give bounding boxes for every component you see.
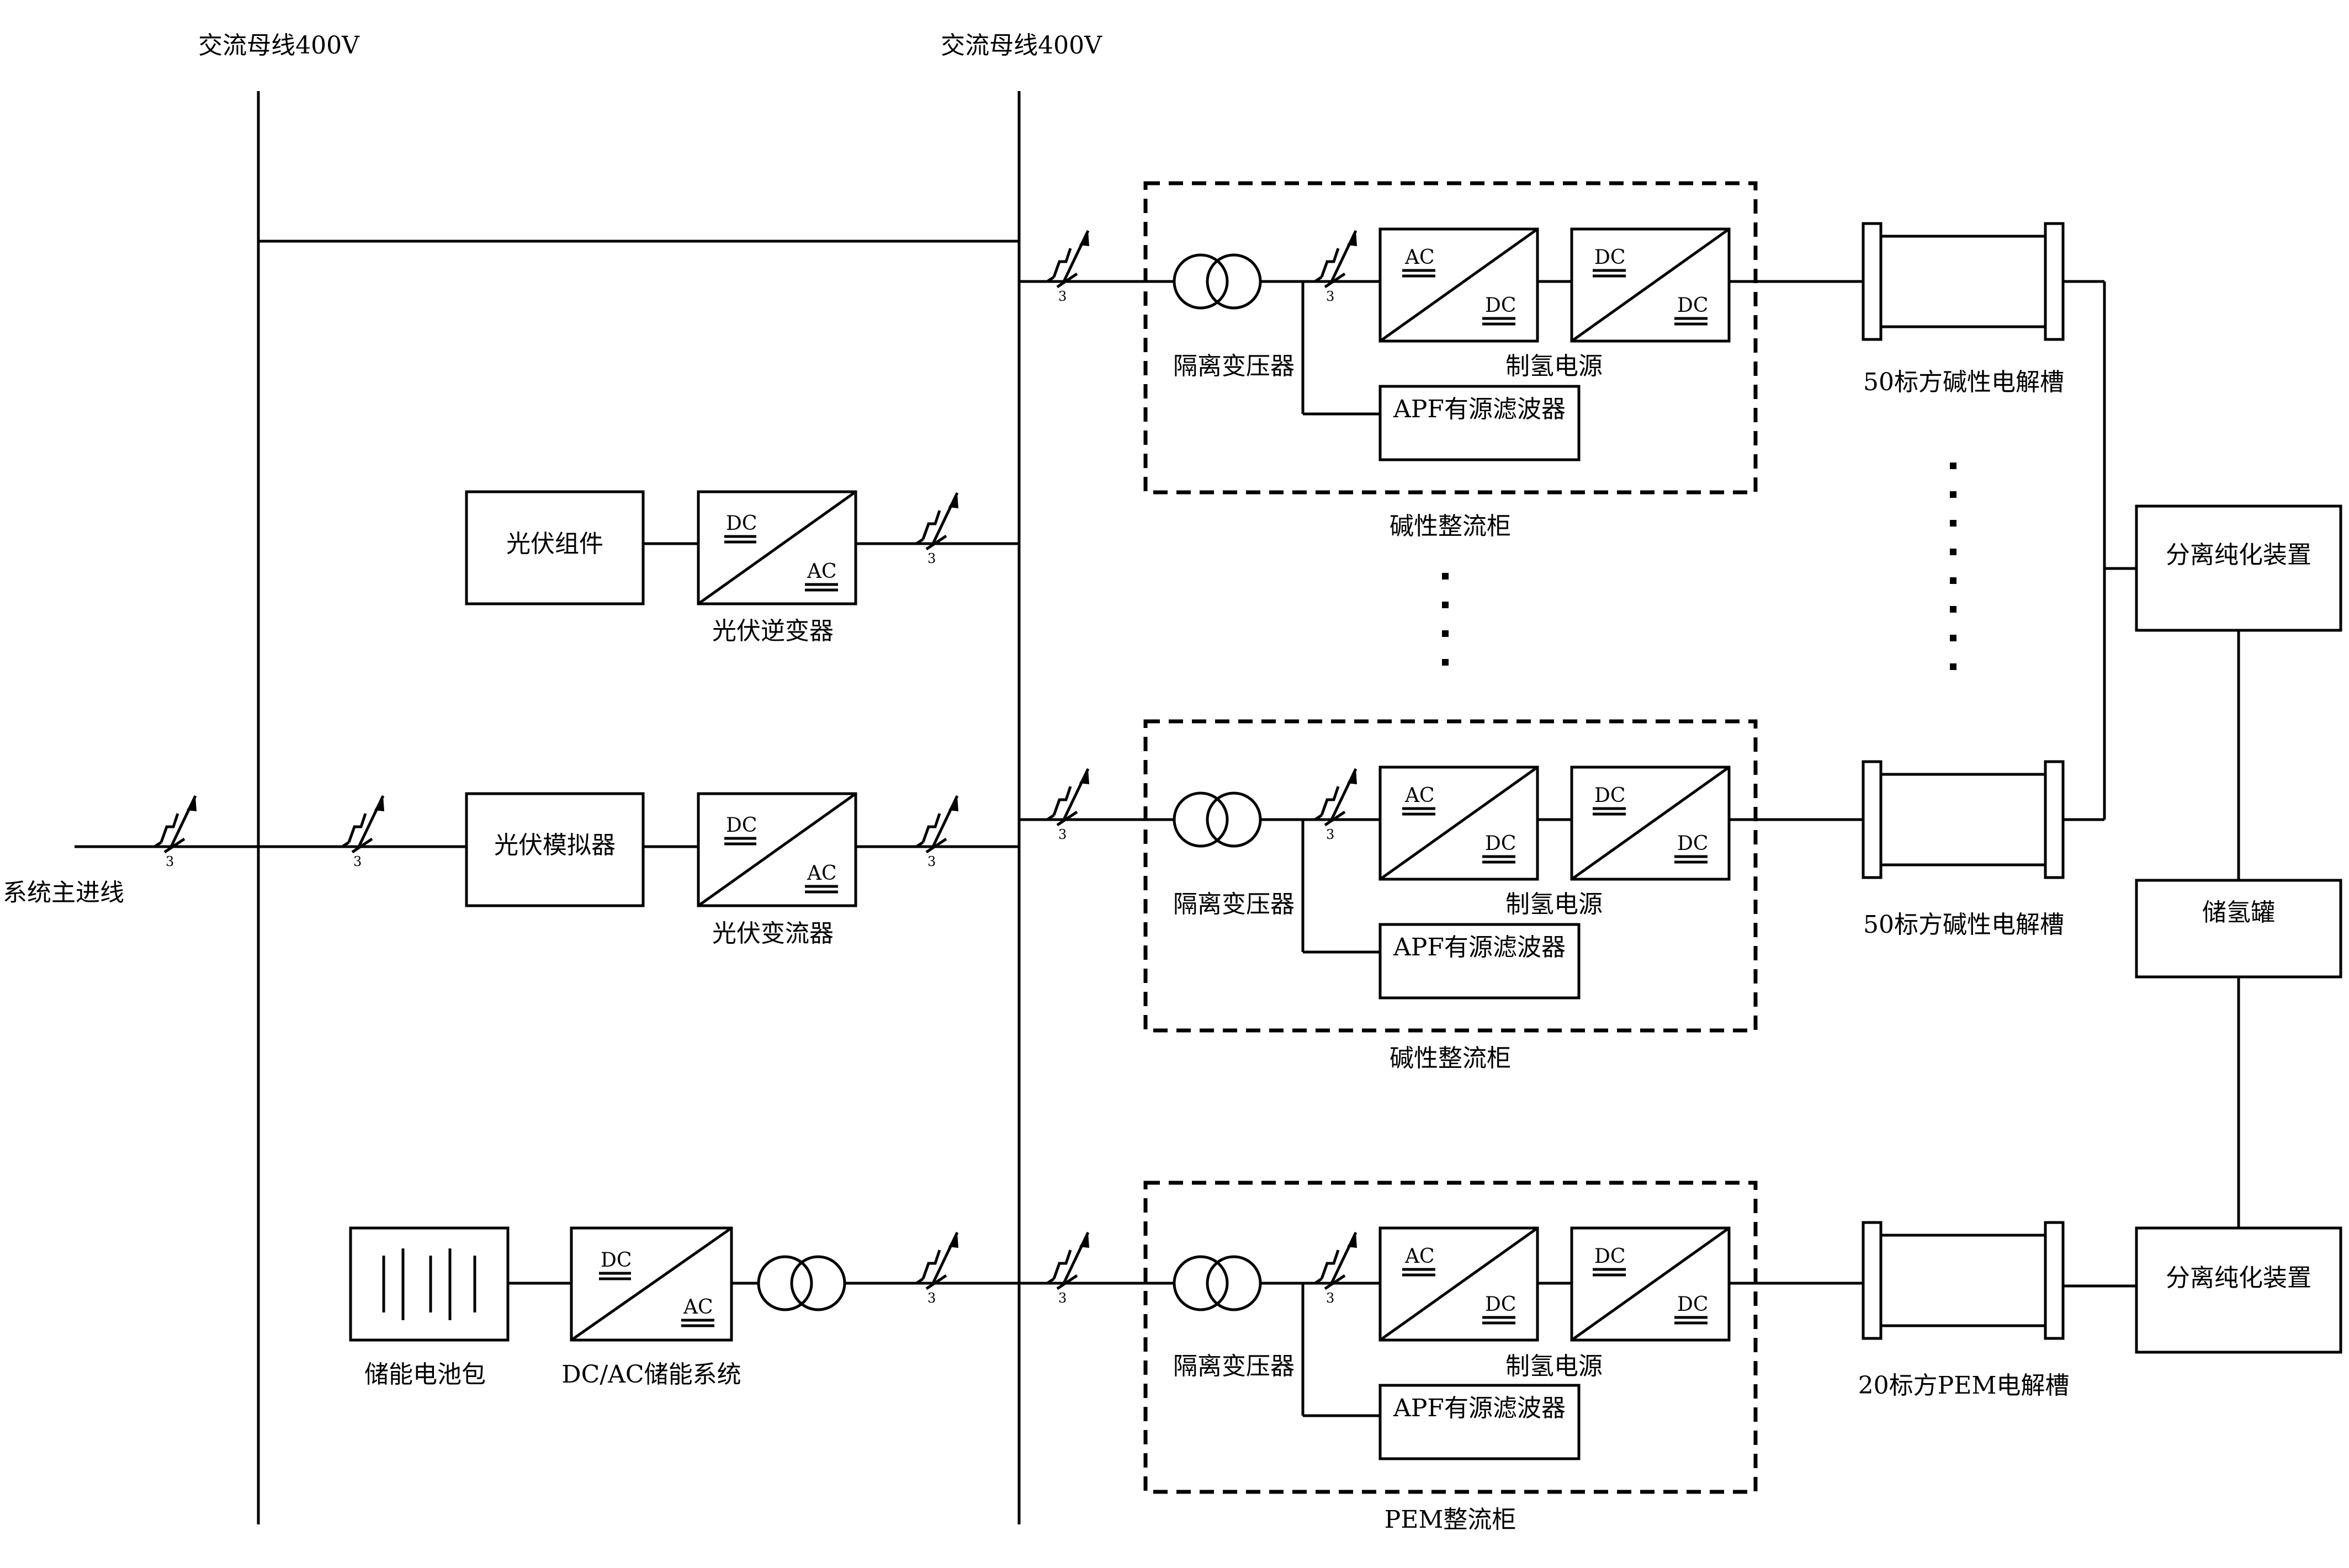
svg-text:DC: DC xyxy=(726,814,757,837)
apf-filter-label: APF有源滤波器 xyxy=(1393,933,1566,961)
svg-text:DC: DC xyxy=(1677,294,1708,317)
apf-filter-box xyxy=(1378,1384,1581,1460)
ellipsis-electrolyzers xyxy=(1950,463,1956,670)
svg-text:AC: AC xyxy=(807,862,837,885)
pv-inverter-breaker: 3 xyxy=(916,493,958,566)
svg-text:AC: AC xyxy=(1404,784,1435,807)
svg-text:3: 3 xyxy=(927,1290,936,1306)
apf-filter-box xyxy=(1378,385,1581,461)
rectifier-cabinet-1: 3 3 AC DC DC DC 隔离变压器 制氢电源 APF有源滤波器 碱性整流… xyxy=(1019,181,1758,540)
rectifier-cabinet-2: 3 3 AC DC DC DC 隔离变压器 制氢电源 APF有源滤波器 碱性整流… xyxy=(1019,719,1758,1072)
storage-transformer xyxy=(757,1255,846,1311)
main-incoming-breaker: 3 xyxy=(155,796,197,869)
cabinet-title: PEM整流柜 xyxy=(1385,1506,1516,1534)
right-bus-label: 交流母线400V xyxy=(941,31,1102,60)
pv-inverter-label: 光伏逆变器 xyxy=(712,617,834,645)
hydrogen-tank-label: 储氢罐 xyxy=(2202,899,2275,927)
purifier-pem-label: 分离纯化装置 xyxy=(2166,1264,2311,1292)
pv-module-box xyxy=(465,490,645,605)
purifier-alkaline-label: 分离纯化装置 xyxy=(2166,541,2311,569)
hydrogen-power-supply-dc-dc: DC DC xyxy=(1570,766,1731,881)
svg-text:DC: DC xyxy=(1677,1293,1708,1316)
svg-text:3: 3 xyxy=(1326,827,1334,842)
power-supply-label: 制氢电源 xyxy=(1505,352,1603,380)
electrolyzer-pem xyxy=(1862,1221,2065,1340)
rectifier-cabinet-pem: 3 3 AC DC DC DC 隔离变压器 制氢电源 APF有源滤波器 PEM整… xyxy=(1019,1181,1758,1534)
main-incoming-label: 系统主进线 xyxy=(3,879,124,907)
storage-pcs-label: DC/AC储能系统 xyxy=(561,1360,741,1389)
hydrogen-power-supply-dc-dc: DC DC xyxy=(1570,1226,1731,1342)
svg-text:DC: DC xyxy=(1485,294,1516,317)
svg-text:DC: DC xyxy=(726,512,757,535)
storage-breaker: 3 xyxy=(916,1232,958,1306)
svg-text:DC: DC xyxy=(1594,246,1625,269)
svg-text:3: 3 xyxy=(166,854,174,869)
svg-text:3: 3 xyxy=(1326,289,1334,304)
pv-inverter-box: DC AC xyxy=(697,490,857,605)
hydrogen-power-supply-ac-dc: AC DC xyxy=(1378,1226,1539,1342)
left-bus-label: 交流母线400V xyxy=(198,31,360,60)
battery-pack-label: 储能电池包 xyxy=(364,1360,486,1389)
hydrogen-power-supply-dc-dc: DC DC xyxy=(1570,227,1731,343)
pv-sim-feeder-breaker: 3 xyxy=(342,796,384,869)
svg-text:3: 3 xyxy=(1326,1290,1334,1306)
svg-text:DC: DC xyxy=(1677,832,1708,855)
apf-filter-label: APF有源滤波器 xyxy=(1393,395,1566,423)
svg-text:AC: AC xyxy=(683,1296,713,1319)
cabinet-title: 碱性整流柜 xyxy=(1390,512,1511,540)
electrolyzer-1-label: 50标方碱性电解槽 xyxy=(1863,368,2064,396)
svg-text:DC: DC xyxy=(1485,1293,1516,1316)
electrolyzer-2 xyxy=(1862,760,2065,879)
hydrogen-power-supply-ac-dc: AC DC xyxy=(1378,227,1539,343)
purifier-pem-box xyxy=(2135,1226,2342,1354)
svg-text:3: 3 xyxy=(1058,289,1067,304)
pv-simulator-label: 光伏模拟器 xyxy=(494,831,616,859)
pv-simulator-box xyxy=(465,792,645,907)
pv-converter-breaker: 3 xyxy=(916,796,958,869)
svg-text:DC: DC xyxy=(1594,784,1625,807)
svg-text:3: 3 xyxy=(927,854,936,869)
pv-module-label: 光伏组件 xyxy=(506,530,603,558)
svg-text:AC: AC xyxy=(807,560,837,583)
apf-filter-label: APF有源滤波器 xyxy=(1393,1394,1566,1422)
svg-text:AC: AC xyxy=(1404,246,1435,269)
svg-text:3: 3 xyxy=(353,854,362,869)
battery-pack-box xyxy=(349,1226,510,1342)
svg-text:3: 3 xyxy=(1058,827,1067,842)
hydrogen-power-supply-ac-dc: AC DC xyxy=(1378,766,1539,881)
svg-text:3: 3 xyxy=(927,551,936,566)
ellipsis-cabinets xyxy=(1442,573,1449,666)
transformer-label: 隔离变压器 xyxy=(1173,1352,1295,1380)
pv-converter-label: 光伏变流器 xyxy=(712,919,834,948)
storage-pcs-box: DC AC xyxy=(570,1226,733,1342)
transformer-label: 隔离变压器 xyxy=(1173,890,1295,918)
electrolyzer-2-label: 50标方碱性电解槽 xyxy=(1863,911,2064,939)
svg-text:AC: AC xyxy=(1404,1245,1435,1268)
svg-text:3: 3 xyxy=(1058,1290,1067,1306)
electrolyzer-pem-label: 20标方PEM电解槽 xyxy=(1858,1372,2070,1400)
isolation-transformer xyxy=(1173,253,1229,310)
pv-converter-box: DC AC xyxy=(697,792,857,907)
purifier-alkaline-box xyxy=(2135,504,2342,632)
isolation-transformer xyxy=(1173,791,1229,848)
apf-filter-box xyxy=(1378,923,1581,1000)
isolation-transformer xyxy=(1173,1255,1229,1311)
hydrogen-tank-box xyxy=(2135,879,2342,979)
power-supply-label: 制氢电源 xyxy=(1505,890,1603,918)
svg-text:DC: DC xyxy=(1485,832,1516,855)
svg-text:DC: DC xyxy=(1594,1245,1625,1268)
transformer-label: 隔离变压器 xyxy=(1173,352,1295,380)
power-supply-label: 制氢电源 xyxy=(1505,1352,1603,1380)
svg-text:DC: DC xyxy=(601,1249,632,1272)
electrolyzer-1 xyxy=(1862,222,2065,341)
cabinet-title: 碱性整流柜 xyxy=(1390,1044,1511,1072)
